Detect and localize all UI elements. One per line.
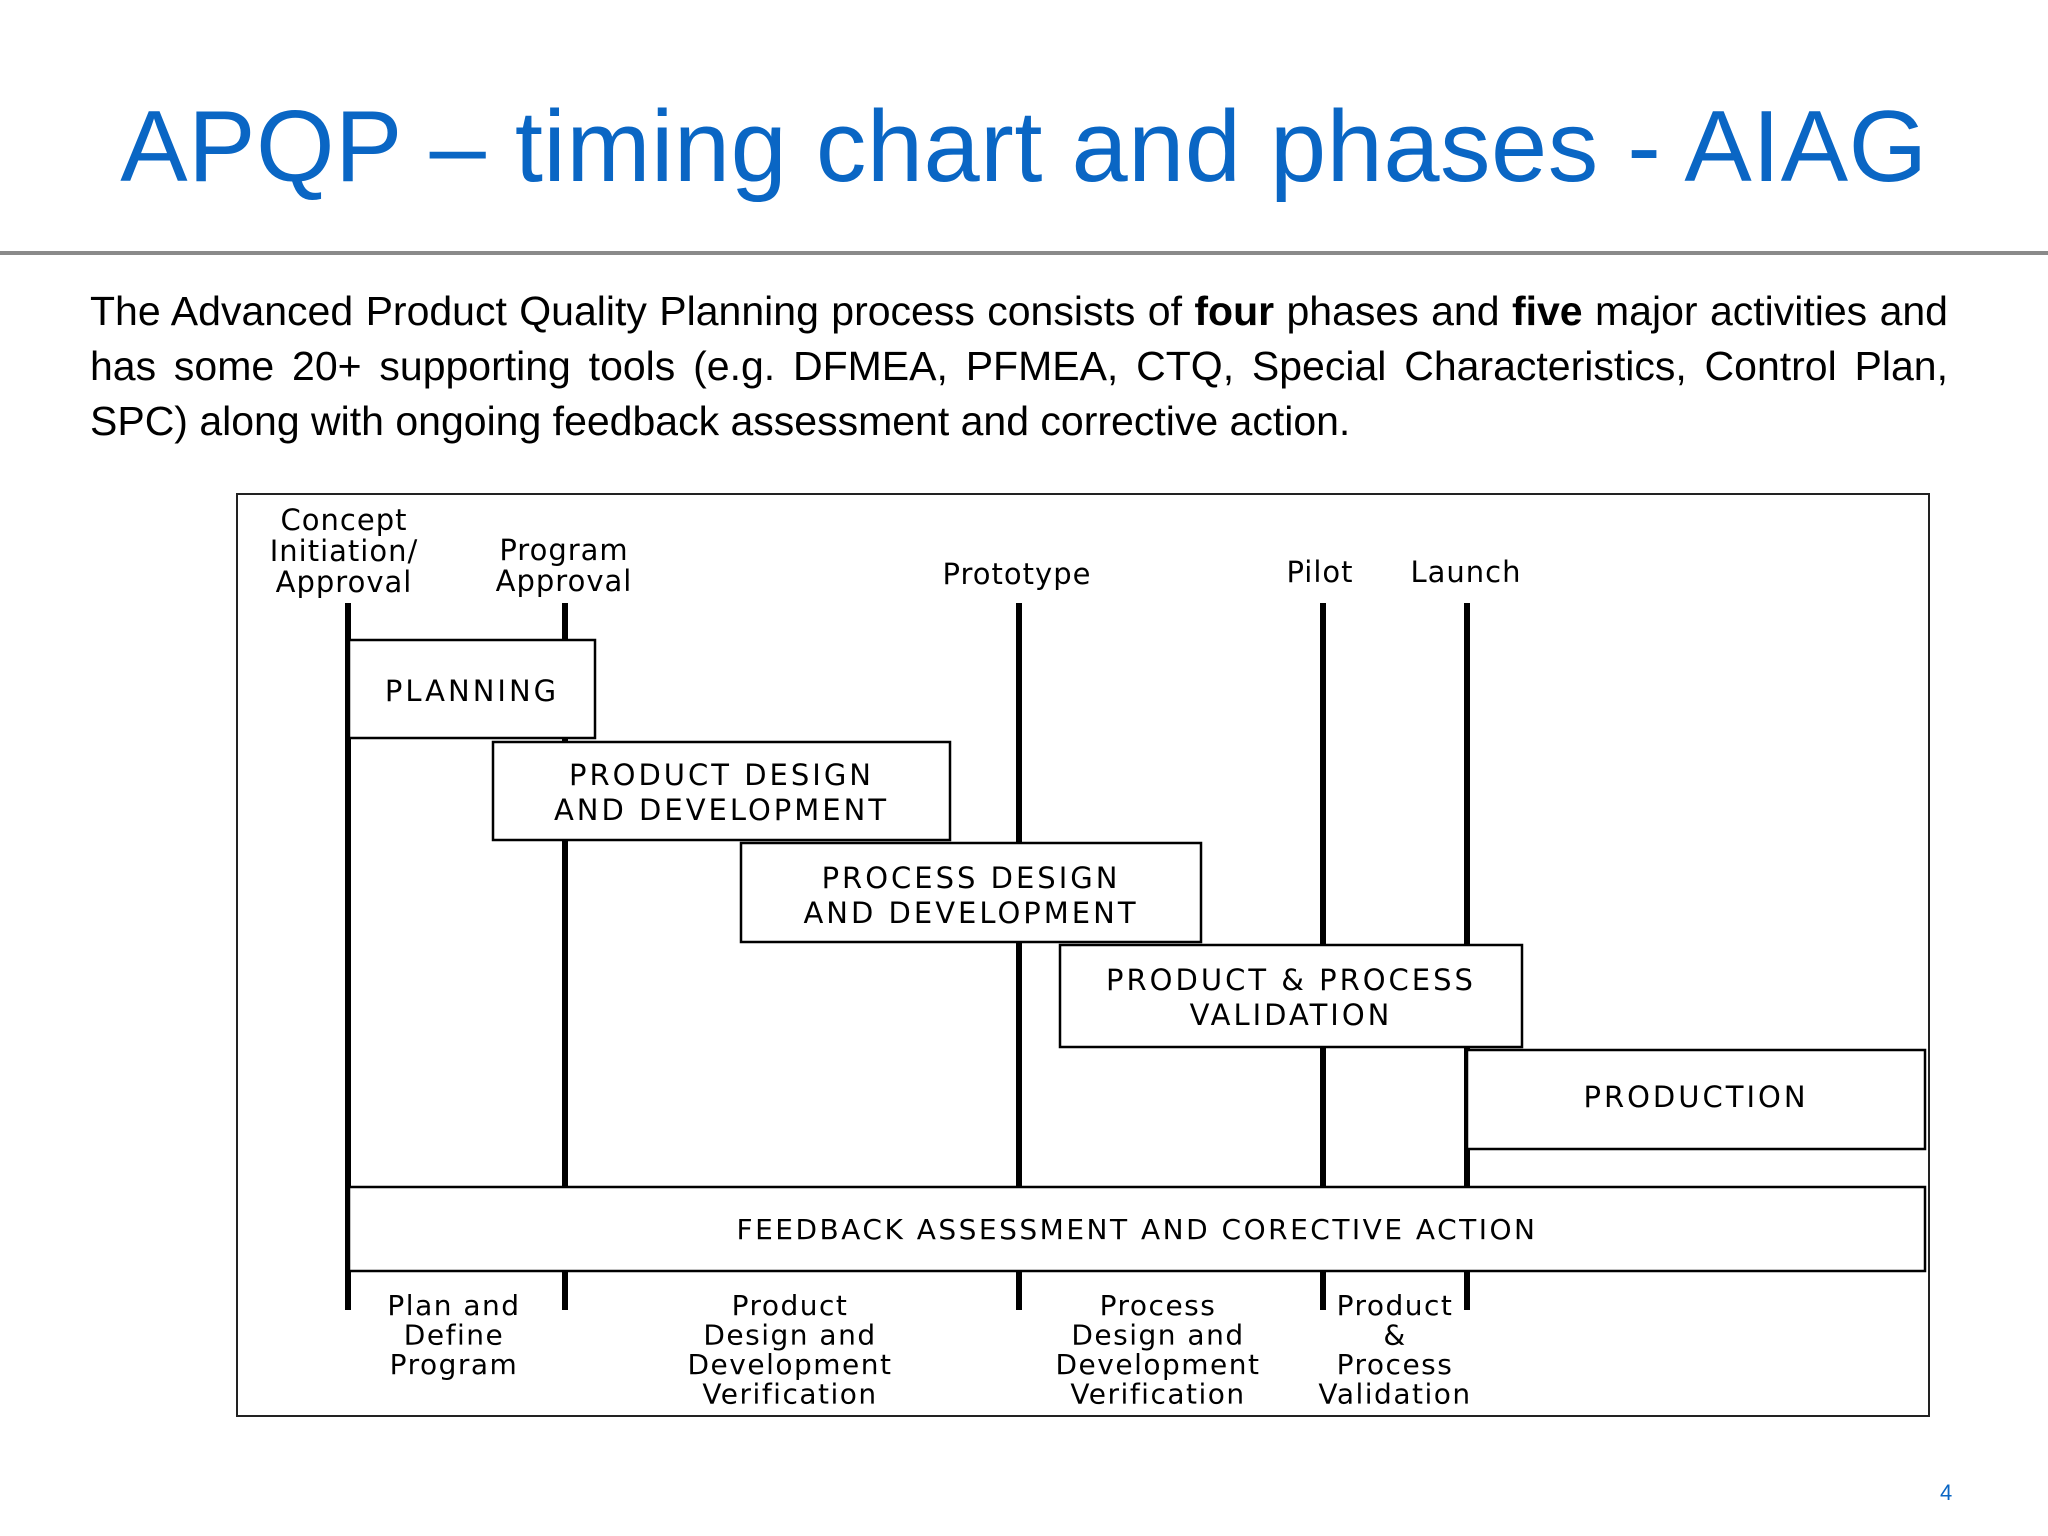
phase-box-process-design [739,841,1203,944]
phase-label-planning: PLANNING [385,674,559,708]
title-divider [0,251,2048,255]
phase-box-validation [1058,943,1524,1049]
phase-box-planning [347,638,597,740]
slide-title: APQP – timing chart and phases - AIAG [120,91,1928,203]
intro-text-2: phases and [1274,288,1512,334]
milestone-label-prototype: Prototype [943,557,1092,591]
intro-bold-four: four [1194,288,1275,334]
page-number: 4 [1940,1480,1953,1505]
intro-text-1: The Advanced Product Quality Planning pr… [90,288,1195,334]
feedback-box [347,1185,1927,1273]
intro-bold-five: five [1511,288,1583,334]
intro-paragraph: The Advanced Product Quality Planning pr… [90,284,1948,449]
phase-label-production: PRODUCTION [1583,1080,1808,1114]
milestone-label-pilot: Pilot [1286,555,1353,589]
phase-box-production [1465,1048,1927,1151]
feedback-label: FEEDBACK ASSESSMENT AND CORECTIVE ACTION [737,1213,1538,1246]
intro-text-3: major activities and has some 20+ suppor… [90,288,1948,444]
phase-box-product-design [491,740,952,842]
milestone-label-launch: Launch [1410,555,1521,589]
